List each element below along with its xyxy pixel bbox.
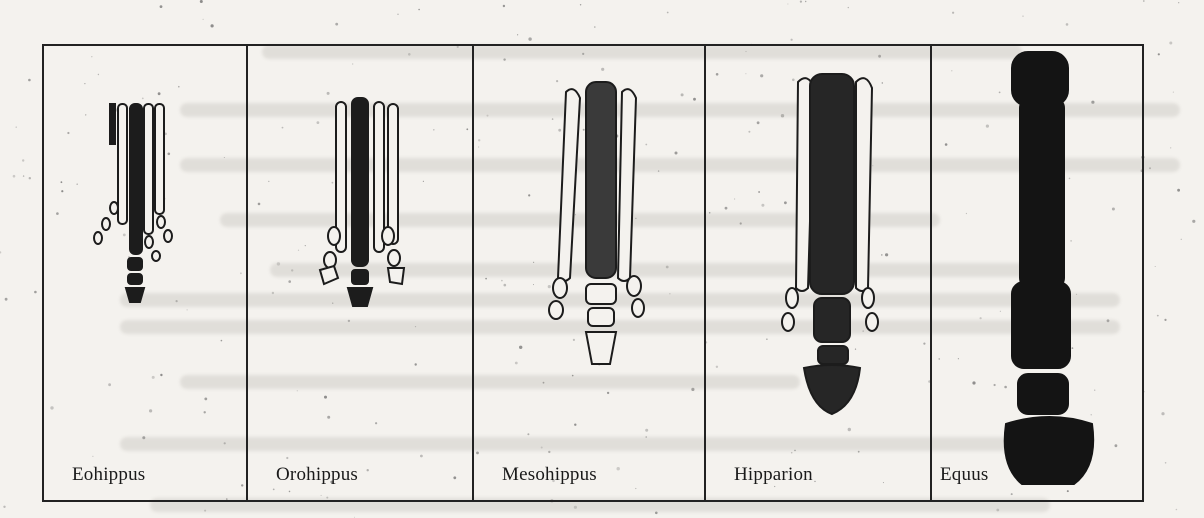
label-equus: Equus — [940, 464, 989, 486]
hipparion-foot-bones — [706, 46, 932, 502]
horse-foot-evolution-figure: Eohippus Orohippus — [42, 44, 1144, 502]
label-eohippus: Eohippus — [72, 464, 145, 486]
panel-hipparion: Hipparion — [706, 46, 932, 500]
label-mesohippus: Mesohippus — [502, 464, 597, 486]
panel-orohippus: Orohippus — [248, 46, 474, 500]
label-hipparion: Hipparion — [734, 464, 813, 486]
panel-eohippus: Eohippus — [44, 46, 248, 500]
orohippus-foot-bones — [248, 46, 474, 502]
label-orohippus: Orohippus — [276, 464, 358, 486]
panel-equus: Equus — [932, 46, 1142, 500]
eohippus-foot-bones — [44, 46, 248, 502]
mesohippus-foot-bones — [474, 46, 706, 502]
panel-mesohippus: Mesohippus — [474, 46, 706, 500]
equus-foot-bones — [932, 46, 1142, 502]
